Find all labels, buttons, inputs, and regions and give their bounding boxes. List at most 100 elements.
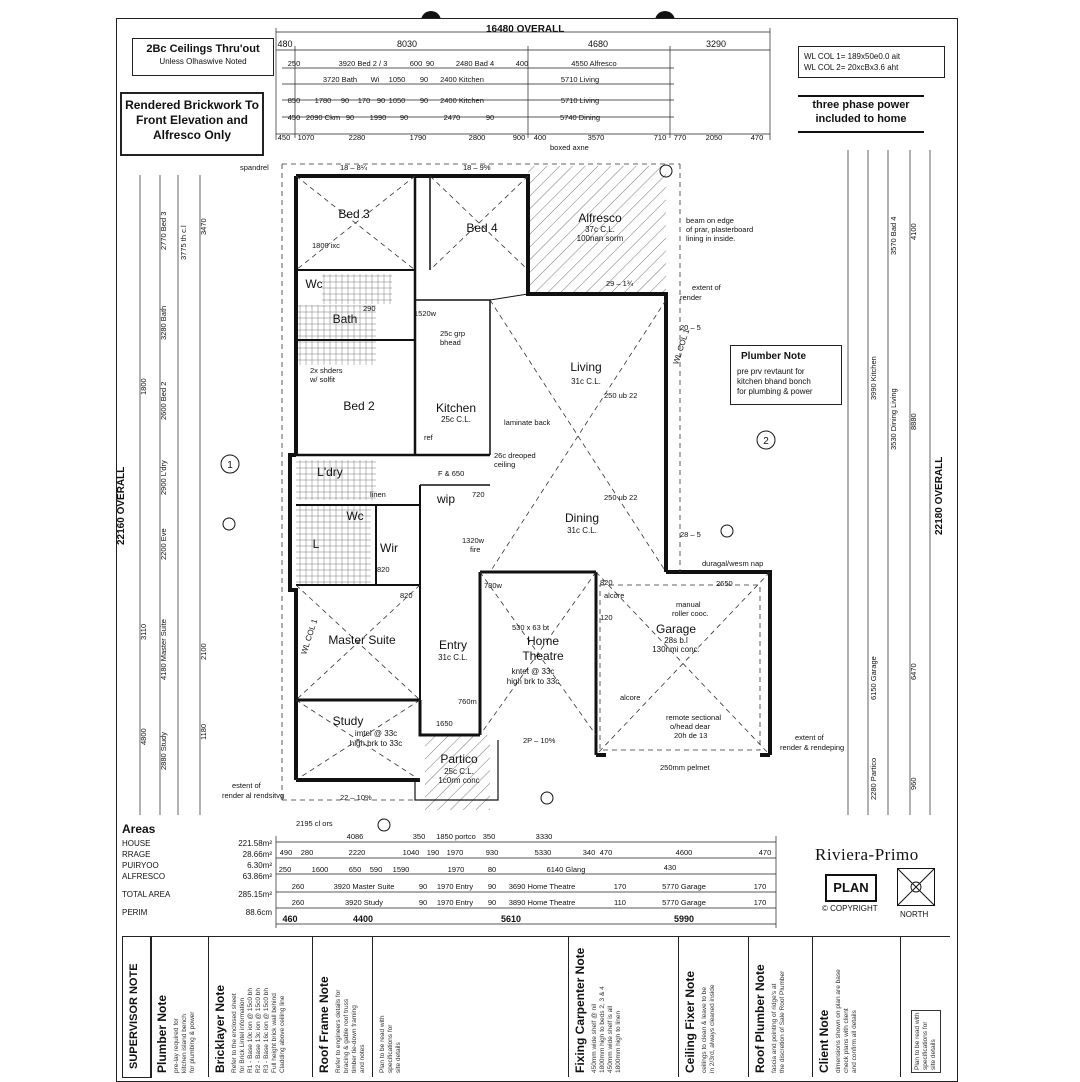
manual-roller-1: manual xyxy=(676,600,701,609)
fire-1: 1320w xyxy=(462,536,485,545)
top-dim-living2: 5710 Living xyxy=(561,96,599,105)
dim-1650: 1650 xyxy=(436,719,453,728)
bulkhead-1: 25c grp xyxy=(440,329,465,338)
plumber-note-box: Plumber Note pre prv revtaunt for kitche… xyxy=(730,345,842,405)
beam-note-1: beam on edge xyxy=(686,216,734,225)
bot6-5610: 5610 xyxy=(501,914,521,924)
top-dim6-1070: 1070 xyxy=(298,133,315,142)
ub-label-1: 250 ub 22 xyxy=(604,391,637,400)
grade-28-5: 28 – 5 xyxy=(680,530,701,539)
top-dim-1780: 1780 xyxy=(315,96,332,105)
bot2-280: 280 xyxy=(301,848,314,857)
bath-tiles xyxy=(296,305,376,365)
bot3-1590: 1590 xyxy=(393,865,410,874)
portico-sub-1: 25c C.L. xyxy=(444,767,474,776)
top-dim-row3: 3720 Bath Wi 1050 90 2400 Kitchen 5710 L… xyxy=(323,75,599,84)
bot5-260: 260 xyxy=(292,898,305,907)
right-dims: 4100 3570 Bad 4 3990 Kitchen 3530 Dining… xyxy=(869,217,918,800)
dim-290: 290 xyxy=(363,304,376,313)
shelves-1: 2x shders xyxy=(310,366,343,375)
bot2-5330: 5330 xyxy=(535,848,552,857)
note-stamp: Plan to be read with specifications for … xyxy=(900,937,951,1077)
top-dim6-400: 400 xyxy=(534,133,547,142)
alfresco-sub-2: 100nan sorm xyxy=(577,234,624,243)
walls xyxy=(288,174,772,801)
bot3-80: 80 xyxy=(488,865,496,874)
bot2-340: 340 xyxy=(583,848,596,857)
top-dim-1050b: 1050 xyxy=(389,96,406,105)
extent-render-1: extent of xyxy=(692,283,722,292)
alcore-label-1: alcore xyxy=(604,591,624,600)
beam-note-2: of prar, plasterboard xyxy=(686,225,753,234)
dim-2p-10: 2P – 10% xyxy=(523,736,556,745)
ff-label: F & 650 xyxy=(438,469,464,478)
top-dim6-770: 770 xyxy=(674,133,687,142)
top-dim-bed23: 3920 Bed 2 / 3 xyxy=(339,59,388,68)
left-dim-4: 3280 Bath xyxy=(159,306,168,340)
wl-col-master: WL COL 1 xyxy=(299,617,319,655)
bot3-650: 650 xyxy=(349,865,362,874)
top-dim-row6: 450 1070 2280 1790 2800 900 400 3570 710… xyxy=(278,133,764,142)
room-wir: Wir xyxy=(380,541,398,555)
top-dim-90h: 90 xyxy=(486,113,494,122)
note-roof-plumber: Roof Plumber Note fascia and pointing of… xyxy=(748,937,813,1077)
right-dim-8: 960 xyxy=(909,777,918,790)
room-alfresco: Alfresco xyxy=(578,211,622,225)
extent-render2-2: render & rendeping xyxy=(780,743,844,752)
estent-render-2: render al rendsitvg xyxy=(222,791,284,800)
top-dim-90g: 90 xyxy=(400,113,408,122)
top-dim-row4: 850 1780 90 170 90 1050 90 2400 Kitchen … xyxy=(288,96,599,105)
right-dim-2: 3570 Bad 4 xyxy=(889,217,898,255)
top-dim-90c: 90 xyxy=(341,96,349,105)
left-dim-14: 1800 xyxy=(139,378,148,395)
bot4-entry: 1970 Entry xyxy=(437,882,474,891)
marker-2-label: 2 xyxy=(763,436,769,447)
door-720: 720 xyxy=(472,490,485,499)
bot1-portco: 1850 portco xyxy=(436,832,476,841)
top-dim-wi: Wi xyxy=(371,75,380,84)
dim-22-10: 22 – 10% xyxy=(340,793,372,802)
top-dim-90b: 90 xyxy=(420,75,428,84)
left-dim-13: 1180 xyxy=(199,724,208,740)
top-dim-bad4: 2480 Bad 4 xyxy=(456,59,494,68)
top-dim-4680: 4680 xyxy=(588,39,608,49)
top-dim-row5: 450 2090 Ckm 90 1990 90 2470 90 5740 Din… xyxy=(288,113,600,122)
boxed-eave-label: boxed axne xyxy=(550,143,589,152)
top-dim6-900: 900 xyxy=(513,133,526,142)
bot4-90b: 90 xyxy=(488,882,496,891)
marker-1 xyxy=(220,454,240,474)
bottom-dim-row4: 260 3920 Master Suite 90 1970 Entry 90 3… xyxy=(292,882,767,891)
note-roof-frame-body: Plan to be read with specifications for … xyxy=(372,937,433,1077)
bot3-250: 250 xyxy=(279,865,292,874)
room-sublabels: 37c C.L. 100nan sorm 25c C.L. 31c C.L. 3… xyxy=(350,225,700,785)
theatre-sub-1: kntet @ 33c xyxy=(512,667,555,676)
bot6-5990: 5990 xyxy=(674,914,694,924)
bottom-dim-row1: 4086 350 1850 portco 350 3330 xyxy=(347,832,553,841)
bottom-dim-row5: 260 3920 Study 90 1970 Entry 90 3890 Hom… xyxy=(292,898,767,907)
north-compass-icon xyxy=(897,868,935,906)
spandrel-label: spandrel xyxy=(240,163,269,172)
bot2-470: 470 xyxy=(600,848,613,857)
top-dim6-2800: 2800 xyxy=(469,133,486,142)
ub-label-2: 250 ub 22 xyxy=(604,493,637,502)
power-note: three phase power included to home xyxy=(798,95,924,133)
room-garage: Garage xyxy=(656,622,696,636)
bulkhead-2: bhead xyxy=(440,338,461,347)
note-fixing-carpenter: Fixing Carpenter Note 450mm wide shelf @… xyxy=(568,937,679,1077)
dropped-ceiling-1: 26c dreoped xyxy=(494,451,536,460)
room-wc: Wc xyxy=(305,277,322,291)
north-arrow-icon xyxy=(897,868,935,906)
grade-18-8: 18 – 8¼ xyxy=(340,163,368,172)
top-dim-3290: 3290 xyxy=(706,39,726,49)
garage-sub-1: 28s b.l xyxy=(664,636,688,645)
left-dim-5: 2600 Bed 2 xyxy=(159,382,168,420)
marker-1-label: 1 xyxy=(227,460,233,471)
bot1-3330: 3330 xyxy=(536,832,553,841)
room-wip: wip xyxy=(436,492,455,506)
bot2-2220: 2220 xyxy=(349,848,366,857)
wc-tiles xyxy=(322,274,392,304)
